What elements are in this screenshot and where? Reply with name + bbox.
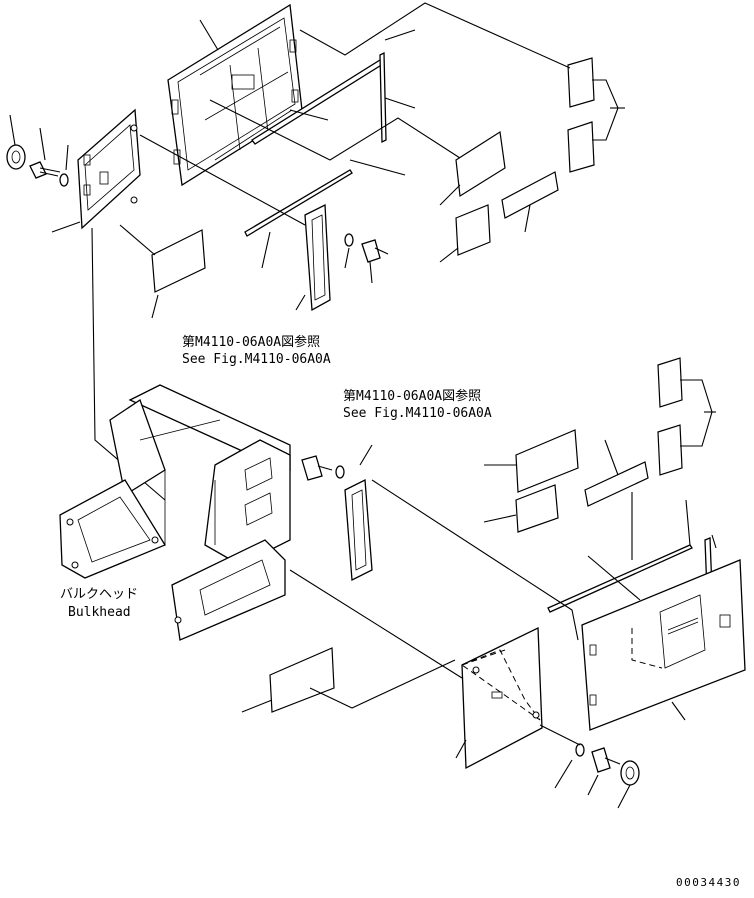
drawing-number: 00034430 [676, 876, 741, 889]
lower-bracket [344, 478, 373, 582]
upper-pads [151, 57, 595, 293]
upper-bolt-set [6, 144, 69, 187]
upper-reference-jp: 第M4110-06A0A図参照 [182, 334, 320, 350]
lower-reference-en: See Fig.M4110-06A0A [343, 406, 492, 421]
lower-bolt-set-right [575, 743, 640, 786]
upper-seal-strips [244, 51, 387, 237]
upper-main-panel [167, 3, 303, 187]
lower-reference-jp: 第M4110-06A0A図参照 [343, 388, 481, 404]
lower-side-plate [460, 626, 543, 770]
bulkhead-label-en: Bulkhead [68, 605, 131, 620]
lower-main-panel [581, 559, 746, 731]
bulkhead-structure [59, 384, 291, 641]
lower-pads [269, 357, 683, 713]
upper-leader-lines [9, 2, 625, 501]
upper-bracket [304, 203, 389, 312]
upper-reference-en: See Fig.M4110-06A0A [182, 352, 331, 367]
bulkhead-label-jp: バルクヘッド [60, 587, 138, 602]
lower-leader-lines [241, 379, 717, 809]
upper-side-plate [77, 108, 141, 230]
lower-bolt-set-left [301, 444, 373, 481]
lower-hidden-lines [461, 628, 663, 669]
